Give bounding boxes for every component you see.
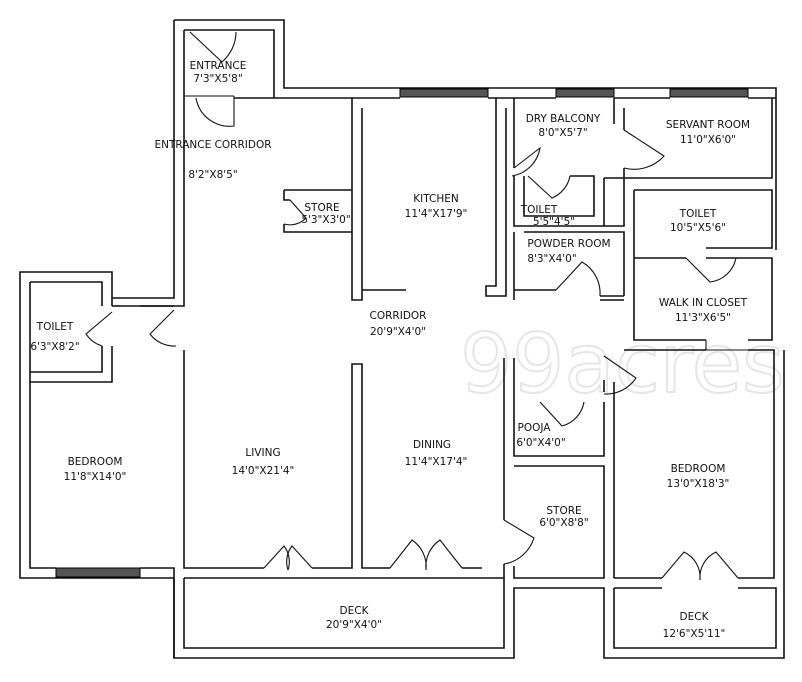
windows: [55, 88, 749, 578]
room-name: WALK IN CLOSET: [659, 297, 748, 309]
room-size: 6'0"X8'8": [539, 517, 588, 529]
room-size: 11'0"X6'0": [680, 134, 736, 146]
room-dry-balcony: DRY BALCONY 8'0"X5'7": [526, 113, 601, 139]
room-pooja: POOJA 6'0"X4'0": [516, 422, 565, 449]
room-toilet-left: TOILET 6'3"X8'2": [30, 321, 79, 353]
room-deck-main: DECK 20'9"X4'0": [326, 605, 382, 631]
room-name: BEDROOM: [68, 456, 123, 468]
room-size: 8'2"X8'5": [188, 169, 237, 181]
room-name: SERVANT ROOM: [666, 119, 750, 131]
room-name: TOILET: [520, 204, 558, 216]
room-corridor: CORRIDOR 20'9"X4'0": [370, 310, 427, 338]
room-size: 6'0"X4'0": [516, 437, 565, 449]
room-store-bottom: STORE 6'0"X8'8": [539, 505, 588, 529]
walls: [19, 19, 785, 659]
room-size: 11'4"X17'9": [405, 208, 468, 220]
room-size: 8'0"X5'7": [538, 127, 587, 139]
room-toilet-right: TOILET 10'5"X5'6": [670, 208, 726, 234]
room-size: 6'3"X8'2": [30, 341, 79, 353]
room-entrance: ENTRANCE 7'3"X5'8": [190, 60, 247, 85]
room-name: BEDROOM: [671, 463, 726, 475]
room-name: POOJA: [518, 422, 552, 434]
room-name: POWDER ROOM: [527, 238, 610, 250]
room-name: DECK: [680, 611, 710, 623]
room-deck-right: DECK 12'6"X5'11": [663, 611, 726, 640]
room-bedroom-right: BEDROOM 13'0"X18'3": [667, 463, 730, 490]
room-name: STORE: [546, 505, 581, 517]
room-entrance-corridor: ENTRANCE CORRIDOR 8'2"X8'5": [154, 139, 271, 181]
room-name: DRY BALCONY: [526, 113, 601, 125]
room-size: 11'3"X6'5": [675, 312, 731, 324]
room-name: KITCHEN: [413, 193, 459, 205]
room-kitchen: KITCHEN 11'4"X17'9": [405, 193, 468, 220]
room-size: 5'5"4'5": [533, 216, 575, 228]
room-name: DECK: [340, 605, 370, 617]
room-size: 11'8"X14'0": [64, 471, 127, 483]
room-name: ENTRANCE: [190, 60, 247, 72]
room-size: 10'5"X5'6": [670, 222, 726, 234]
room-store-top: STORE 5'3"X3'0": [301, 202, 350, 226]
room-living: LIVING 14'0"X21'4": [232, 447, 295, 477]
room-name: LIVING: [245, 447, 280, 459]
watermark: 99acres: [460, 317, 785, 412]
room-name: DINING: [413, 439, 451, 451]
room-size: 5'3"X3'0": [301, 214, 350, 226]
room-size: 20'9"X4'0": [370, 326, 426, 338]
room-dining: DINING 11'4"X17'4": [405, 439, 468, 468]
room-size: 20'9"X4'0": [326, 619, 382, 631]
room-name: ENTRANCE CORRIDOR: [154, 139, 271, 151]
room-servant-room: SERVANT ROOM 11'0"X6'0": [666, 119, 750, 146]
room-name: CORRIDOR: [370, 310, 427, 322]
room-powder-room: POWDER ROOM 8'3"X4'0": [527, 238, 610, 265]
room-bedroom-left: BEDROOM 11'8"X14'0": [64, 456, 127, 483]
room-size: 13'0"X18'3": [667, 478, 730, 490]
room-size: 14'0"X21'4": [232, 465, 295, 477]
room-name: STORE: [304, 202, 339, 214]
room-toilet-kitchen: TOILET 5'5"4'5": [520, 204, 575, 228]
room-size: 11'4"X17'4": [405, 456, 468, 468]
room-name: TOILET: [36, 321, 74, 333]
room-walk-in-closet: WALK IN CLOSET 11'3"X6'5": [659, 297, 748, 324]
room-name: TOILET: [679, 208, 717, 220]
room-size: 7'3"X5'8": [193, 73, 242, 85]
room-size: 8'3"X4'0": [527, 253, 576, 265]
room-size: 12'6"X5'11": [663, 628, 726, 640]
doors: [85, 31, 748, 581]
